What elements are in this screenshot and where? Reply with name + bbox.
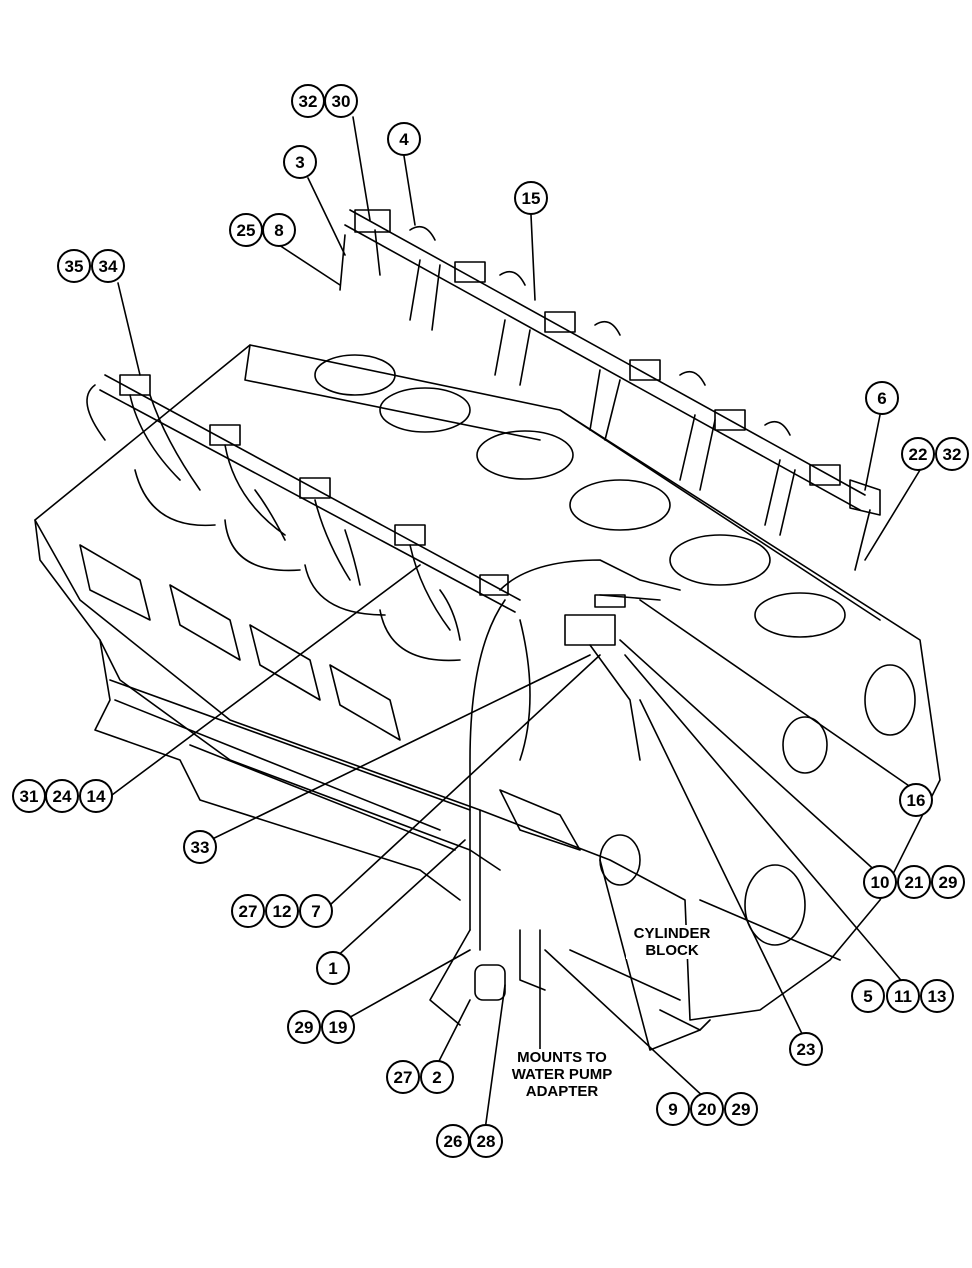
callout-32: 32 xyxy=(935,437,969,471)
cylinder-block-line-1: CYLINDER xyxy=(633,925,711,942)
callout-4: 4 xyxy=(387,122,421,156)
callout-20: 20 xyxy=(690,1092,724,1126)
callout-22: 22 xyxy=(901,437,935,471)
callout-23: 23 xyxy=(789,1032,823,1066)
callout-29: 29 xyxy=(724,1092,758,1126)
callout-5: 5 xyxy=(851,979,885,1013)
cylinder-block-label: CYLINDER BLOCK xyxy=(626,925,718,959)
mounts-to-line-2: WATER PUMP xyxy=(511,1066,613,1083)
callout-27: 27 xyxy=(386,1060,420,1094)
callout-32: 32 xyxy=(291,84,325,118)
callout-2: 2 xyxy=(420,1060,454,1094)
callout-31: 31 xyxy=(12,779,46,813)
callout-3: 3 xyxy=(283,145,317,179)
callout-12: 12 xyxy=(265,894,299,928)
mounts-to-label: MOUNTS TO WATER PUMP ADAPTER xyxy=(500,1049,624,1100)
right-fuel-rail-drawing xyxy=(339,209,881,571)
callout-9: 9 xyxy=(656,1092,690,1126)
callout-19: 19 xyxy=(321,1010,355,1044)
callout-13: 13 xyxy=(920,979,954,1013)
callout-30: 30 xyxy=(324,84,358,118)
cylinder-block-drawing xyxy=(34,344,941,1051)
callout-1: 1 xyxy=(316,951,350,985)
callout-25: 25 xyxy=(229,213,263,247)
left-fuel-rail-drawing xyxy=(86,374,681,1026)
callout-7: 7 xyxy=(299,894,333,928)
callout-14: 14 xyxy=(79,779,113,813)
callout-27: 27 xyxy=(231,894,265,928)
mounts-to-line-1: MOUNTS TO xyxy=(517,1049,607,1066)
callout-6: 6 xyxy=(865,381,899,415)
leader-lines xyxy=(111,116,921,1131)
callout-29: 29 xyxy=(287,1010,321,1044)
callout-24: 24 xyxy=(45,779,79,813)
callout-8: 8 xyxy=(262,213,296,247)
callout-28: 28 xyxy=(469,1124,503,1158)
callout-34: 34 xyxy=(91,249,125,283)
callout-35: 35 xyxy=(57,249,91,283)
callout-21: 21 xyxy=(897,865,931,899)
mounts-to-line-3: ADAPTER xyxy=(525,1083,599,1100)
callout-26: 26 xyxy=(436,1124,470,1158)
callout-29: 29 xyxy=(931,865,965,899)
cylinder-block-line-2: BLOCK xyxy=(645,942,699,959)
callout-10: 10 xyxy=(863,865,897,899)
callout-15: 15 xyxy=(514,181,548,215)
callout-16: 16 xyxy=(899,783,933,817)
callout-33: 33 xyxy=(183,830,217,864)
callout-11: 11 xyxy=(886,979,920,1013)
